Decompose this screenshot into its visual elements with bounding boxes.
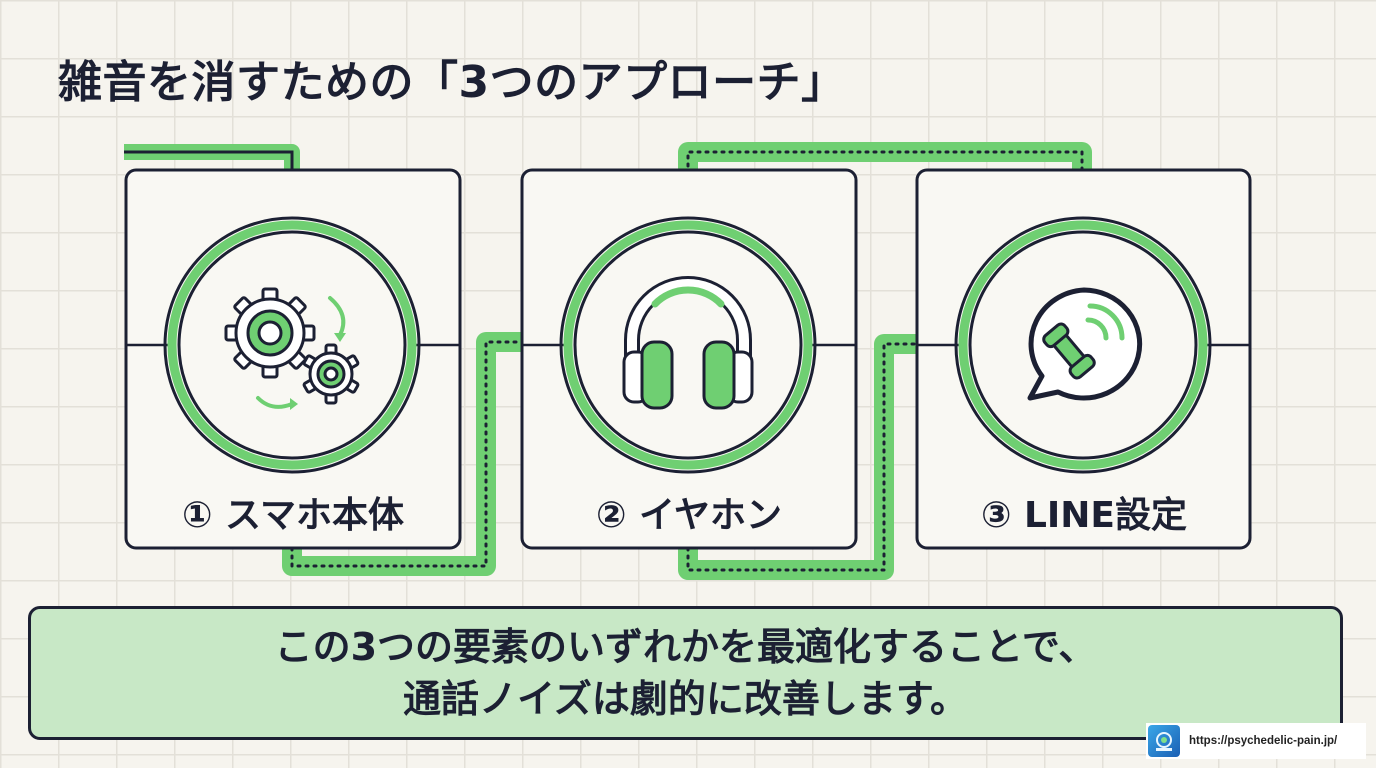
site-logo-icon — [1148, 725, 1180, 757]
chat-phone-icon — [1027, 287, 1143, 401]
summary-box: この3つの要素のいずれかを最適化することで、 通話ノイズは劇的に改善します。 — [28, 606, 1343, 740]
step-card-1 — [124, 168, 462, 550]
step-card-2 — [520, 168, 858, 550]
page-title: 雑音を消すための「3つのアプローチ」 — [58, 57, 846, 108]
headphones-icon — [622, 276, 754, 410]
summary-line-2: 通話ノイズは劇的に改善します。 — [402, 677, 969, 721]
step-label-2: ② イヤホン — [596, 495, 782, 536]
step-label-1: ① スマホ本体 — [182, 495, 404, 536]
gears-icon — [224, 287, 360, 410]
step-card-3 — [915, 168, 1252, 550]
footer-url-link[interactable]: https://psychedelic-pain.jp/ — [1189, 735, 1338, 747]
summary-line-1: この3つの要素のいずれかを最適化することで、 — [274, 625, 1097, 669]
flow-path-1-to-2 — [282, 332, 554, 576]
flow-path-2-to-3-bottom — [678, 334, 948, 580]
step-label-3: ③ LINE設定 — [980, 495, 1188, 536]
footer-badge: https://psychedelic-pain.jp/ — [1146, 723, 1366, 759]
